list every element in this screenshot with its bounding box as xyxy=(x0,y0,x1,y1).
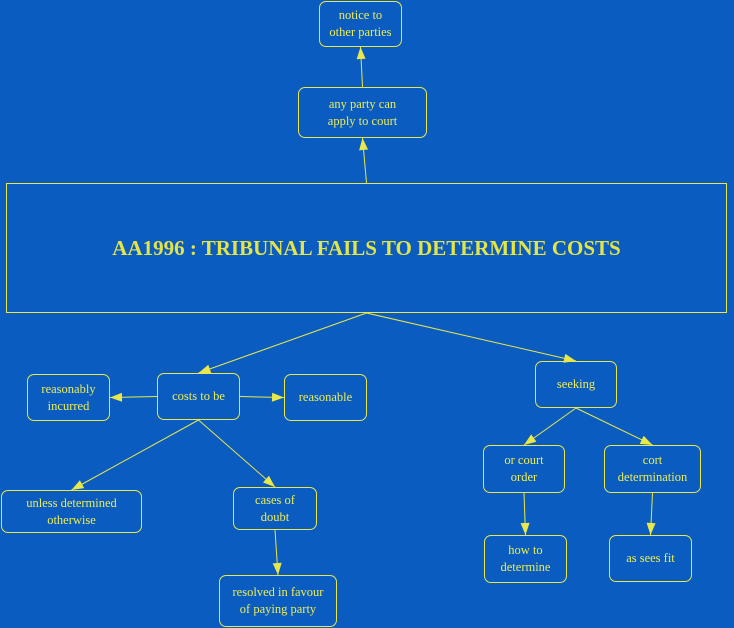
arrowhead-seeking-to-cort xyxy=(639,435,653,445)
arrowhead-main-to-seeking xyxy=(563,353,576,363)
node-reasonably-incurred: reasonably incurred xyxy=(27,374,110,421)
node-any-party-can-apply: any party can apply to court xyxy=(298,87,427,138)
edge-costs-to-unless xyxy=(71,419,199,491)
arrowhead-costs-to-reasonable xyxy=(271,392,284,402)
arrowhead-main-to-costs xyxy=(198,364,212,374)
arrowhead-seeking-to-orcourt xyxy=(524,434,537,445)
arrowhead-cort-to-fit xyxy=(646,522,656,535)
node-reasonable: reasonable xyxy=(284,374,367,421)
node-how-to-determine: how to determine xyxy=(484,535,567,583)
node-cort-determination: cort determination xyxy=(604,445,701,493)
node-seeking: seeking xyxy=(535,361,617,408)
node-unless-determined-otherwise: unless determined otherwise xyxy=(1,490,142,533)
node-notice-to-other-parties: notice to other parties xyxy=(319,1,402,47)
arrowhead-costs-to-incurred xyxy=(110,392,123,402)
edge-main-to-seeking xyxy=(366,312,577,362)
edge-costs-to-doubt xyxy=(198,419,276,488)
edge-seeking-to-cort xyxy=(575,407,653,446)
arrowhead-apply-to-notice xyxy=(356,47,366,60)
arrowhead-doubt-to-resolved xyxy=(272,562,282,575)
arrowhead-costs-to-doubt xyxy=(263,475,275,487)
node-costs-to-be: costs to be xyxy=(157,373,240,420)
arrowhead-costs-to-unless xyxy=(71,480,85,490)
edge-main-to-costs xyxy=(198,312,367,374)
arrowhead-main-to-apply xyxy=(359,138,369,151)
node-as-sees-fit: as sees fit xyxy=(609,535,692,582)
node-resolved-in-favour: resolved in favour of paying party xyxy=(219,575,337,627)
node-cases-of-doubt: cases of doubt xyxy=(233,487,317,530)
node-or-court-order: or court order xyxy=(483,445,565,493)
arrowhead-orcourt-to-howto xyxy=(520,522,530,535)
node-main-title: AA1996 : TRIBUNAL FAILS TO DETERMINE COS… xyxy=(6,183,727,313)
